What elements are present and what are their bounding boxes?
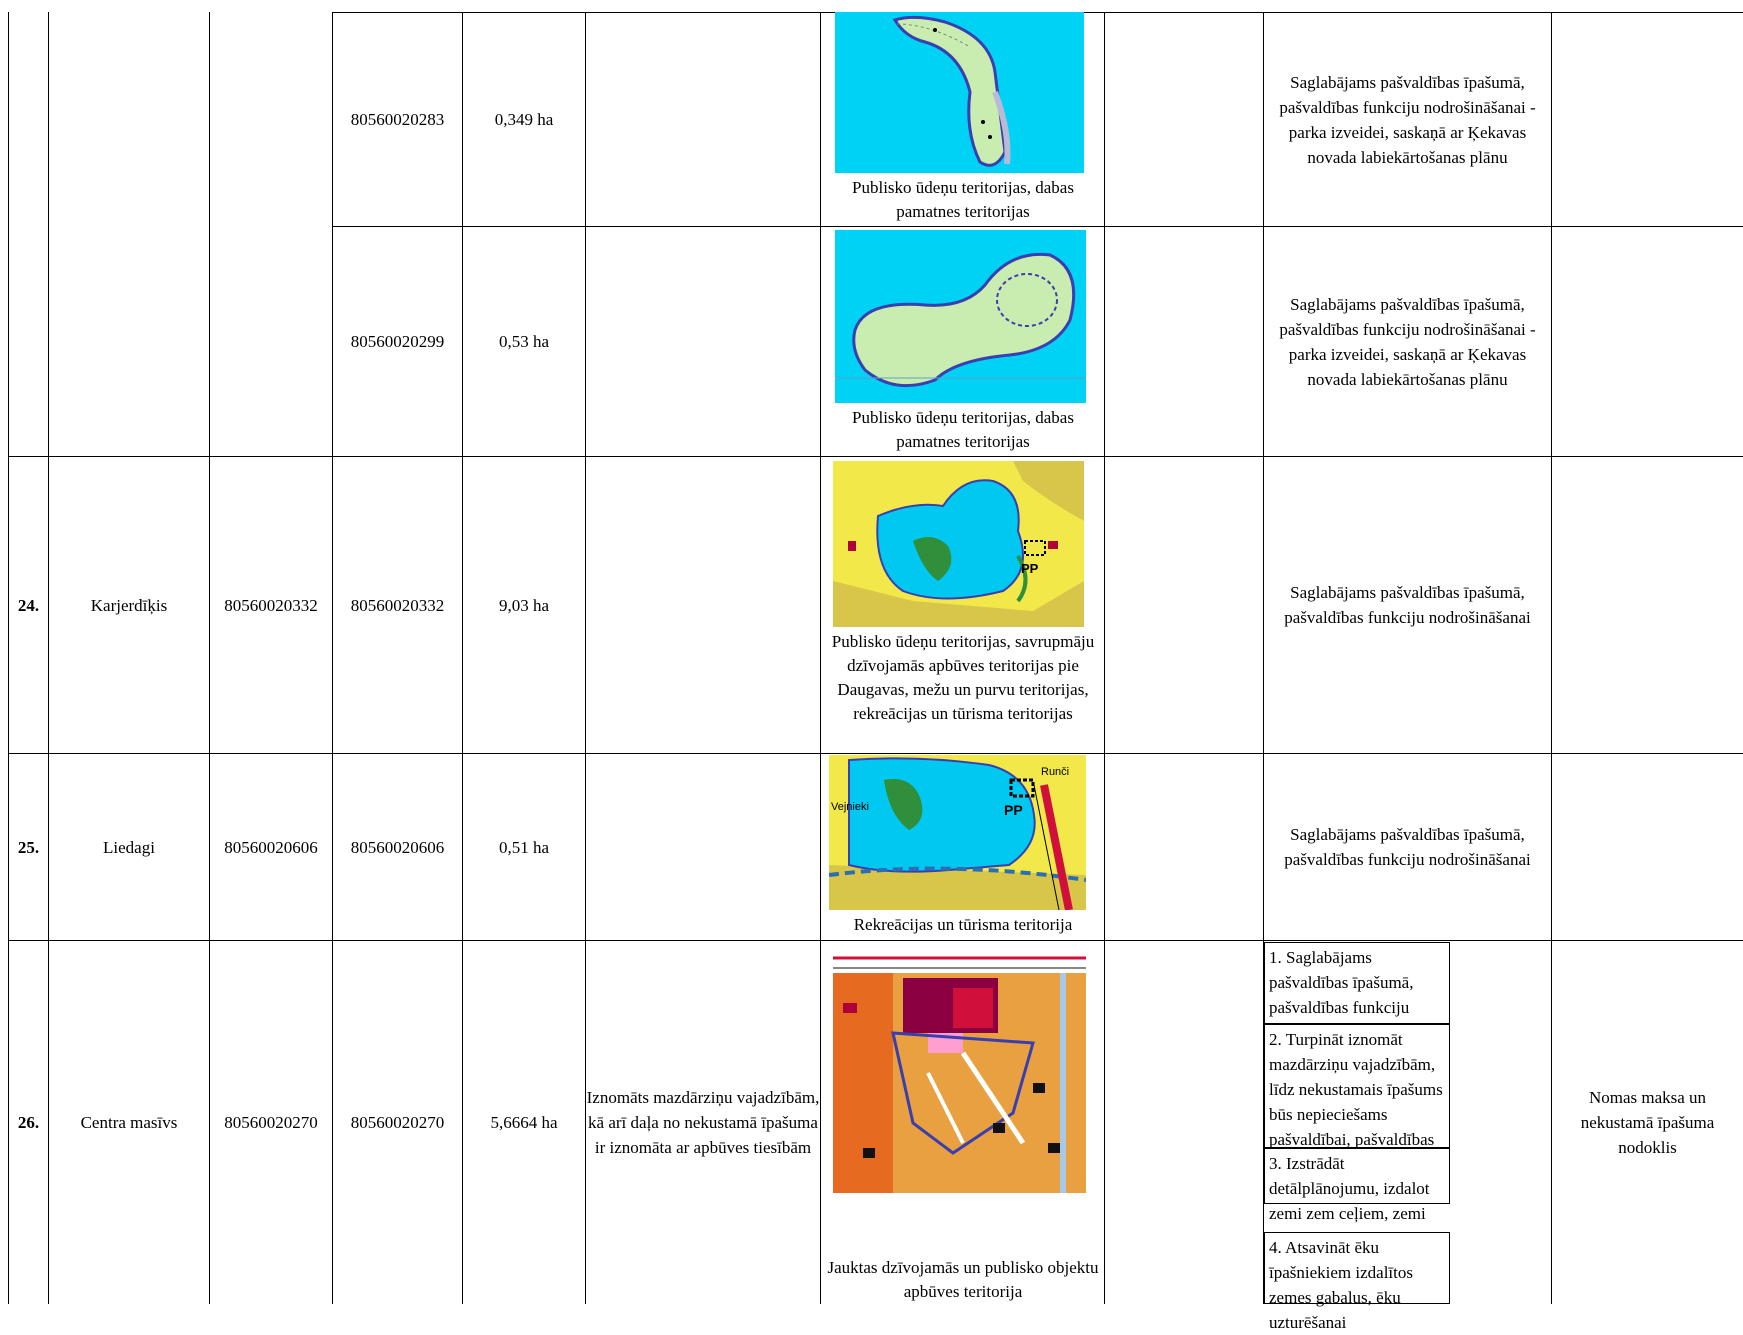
row-line <box>8 940 1743 941</box>
col-line <box>1551 12 1552 1304</box>
col-line <box>209 12 210 1304</box>
proposal: Saglabājams pašvaldības īpašumā, pašvald… <box>1284 583 1531 627</box>
col-line <box>332 12 333 1304</box>
cadastre-total: 80560020606 <box>224 837 318 857</box>
zoning-caption: Publisko ūdeņu teritorijas, dabas pamatn… <box>852 178 1074 221</box>
col-line <box>1263 12 1264 1304</box>
proposal-item: 3. Izstrādāt detālplānojumu, izdalot zem… <box>1264 1148 1450 1248</box>
svg-text:Vejnieki: Vejnieki <box>831 801 869 813</box>
svg-text:Runči: Runči <box>1041 766 1069 778</box>
svg-text:PP: PP <box>1004 802 1023 818</box>
col-line <box>585 12 586 1304</box>
current-use: Iznomāts mazdārziņu vajadzībām, kā arī d… <box>586 1088 820 1157</box>
remarks: Nomas maksa un nekustamā īpašuma nodokli… <box>1580 1088 1715 1157</box>
proposal-item: 4. Atsavināt ēku īpašniekiem izdalītos z… <box>1264 1232 1450 1332</box>
col-line <box>462 12 463 1304</box>
proposal: Saglabājams pašvaldības īpašumā, pašvald… <box>1279 294 1536 389</box>
proposal: Saglabājams pašvaldības īpašumā, pašvald… <box>1279 72 1536 167</box>
zoning-caption: Jauktas dzīvojamās un publisko objektu a… <box>827 1258 1099 1301</box>
lake-map: PP <box>833 461 1084 627</box>
island-map-b <box>835 230 1086 403</box>
property-name: Karjerdīķis <box>90 595 168 615</box>
cadastre-total: 80560020332 <box>224 595 318 615</box>
zoning-caption: Rekreācijas un tūrisma teritorija <box>853 915 1073 934</box>
col-line <box>820 12 821 1304</box>
urban-map <box>833 943 1086 1193</box>
map-image: PP <box>833 461 1084 627</box>
area: 9,03 ha <box>498 595 550 615</box>
lake-zoom-map: PP Runči Vejnieki <box>829 755 1086 910</box>
area: 0,51 ha <box>498 837 550 857</box>
row-line <box>8 753 1743 754</box>
cadastre-unit: 80560020606 <box>350 837 445 857</box>
map-image <box>835 230 1086 403</box>
svg-text:PP: PP <box>1021 561 1039 576</box>
cadastre-unit: 80560020270 <box>350 1113 445 1132</box>
zoning-caption: Publisko ūdeņu teritorijas, savrupmāju d… <box>831 632 1095 723</box>
map-image <box>835 12 1084 173</box>
island-map-a <box>835 12 1084 173</box>
zoning-caption: Publisko ūdeņu teritorijas, dabas pamatn… <box>852 408 1074 451</box>
cadastre-unit: 80560020332 <box>350 595 445 615</box>
cadastre-total: 80560020270 <box>224 1113 318 1132</box>
row-number: 25. <box>17 837 40 857</box>
property-name: Liedagi <box>103 837 155 857</box>
proposal-item: 2. Turpināt iznomāt mazdārziņu vajadzībā… <box>1264 1024 1450 1174</box>
area: 5,6664 ha <box>490 1113 558 1132</box>
col-line <box>1104 12 1105 1304</box>
area: 0,53 ha <box>498 332 550 351</box>
row-number: 26. <box>17 1113 40 1132</box>
col-line <box>48 12 49 1304</box>
map-image: PP Runči Vejnieki <box>829 755 1086 910</box>
area: 0,349 ha <box>494 110 554 129</box>
map-image <box>833 943 1086 1193</box>
col-line <box>8 12 9 1304</box>
row-line <box>8 456 1743 457</box>
property-name: Centra masīvs <box>80 1113 178 1132</box>
cadastre-unit: 80560020283 <box>350 110 445 129</box>
proposal-item: 1. Saglabājams pašvaldības īpašumā, pašv… <box>1264 942 1450 1042</box>
row-number: 24. <box>17 595 40 615</box>
proposal: Saglabājams pašvaldības īpašumā, pašvald… <box>1284 825 1531 869</box>
row-line <box>332 226 1743 227</box>
cadastre-unit: 80560020299 <box>350 332 445 351</box>
